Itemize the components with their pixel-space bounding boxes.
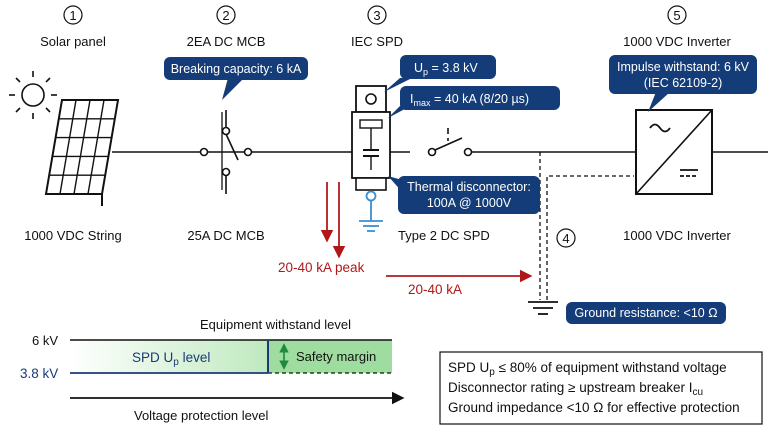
label-inverter: 1000 VDC Inverter bbox=[623, 228, 731, 243]
sun-icon bbox=[9, 71, 57, 119]
svg-text:(IEC 62109-2): (IEC 62109-2) bbox=[644, 76, 723, 90]
ground-icon bbox=[528, 301, 558, 315]
surge-flow-label: 20-40 kA bbox=[408, 282, 462, 297]
step-number-4: 4 bbox=[556, 228, 576, 248]
title-spd: IEC SPD bbox=[351, 34, 403, 49]
disconnect-switch-icon bbox=[410, 128, 473, 158]
step-number-3: 3 bbox=[367, 5, 387, 25]
svg-text:Ground resistance: <10 Ω: Ground resistance: <10 Ω bbox=[574, 306, 717, 320]
svg-text:100A @ 1000V: 100A @ 1000V bbox=[427, 196, 512, 210]
svg-text:1: 1 bbox=[69, 8, 76, 23]
label-mcb: 25A DC MCB bbox=[187, 228, 264, 243]
safety-margin-label: Safety margin bbox=[296, 349, 376, 364]
level-3-8kv: 3.8 kV bbox=[20, 366, 58, 381]
note-line-2: Disconnector rating ≥ upstream breaker I… bbox=[448, 380, 703, 398]
spd-level-band bbox=[70, 340, 268, 373]
withstand-label: Equipment withstand level bbox=[200, 317, 351, 332]
callout-breaking-capacity: Breaking capacity: 6 kA bbox=[164, 57, 308, 100]
callout-imax: Imax = 40 kA (8/20 µs) bbox=[388, 86, 560, 118]
surge-peak-label: 20-40 kA peak bbox=[278, 260, 365, 275]
svg-text:Imax = 40 kA (8/20 µs): Imax = 40 kA (8/20 µs) bbox=[410, 92, 529, 108]
surge-arrows bbox=[320, 182, 533, 283]
note-line-3: Ground impedance <10 Ω for effective pro… bbox=[448, 400, 740, 415]
step-number-2: 2 bbox=[216, 5, 236, 25]
spd-up-label: SPD Up level bbox=[132, 350, 210, 368]
callout-ground-resistance: Ground resistance: <10 Ω bbox=[566, 302, 726, 324]
callout-impulse: Impulse withstand: 6 kV (IEC 62109-2) bbox=[609, 55, 757, 112]
step-number-5: 5 bbox=[667, 5, 687, 25]
svg-text:Breaking capacity: 6 kA: Breaking capacity: 6 kA bbox=[171, 62, 302, 76]
note-line-1: SPD Up ≤ 80% of equipment withstand volt… bbox=[448, 360, 727, 378]
spd-ground-icon bbox=[359, 220, 383, 232]
svg-text:Up = 3.8 kV: Up = 3.8 kV bbox=[414, 61, 478, 77]
svg-text:3: 3 bbox=[373, 8, 380, 23]
title-mcb: 2EA DC MCB bbox=[187, 34, 266, 49]
callout-thermal: Thermal disconnector: 100A @ 1000V bbox=[388, 176, 540, 214]
inverter-icon bbox=[635, 109, 713, 195]
step-number-1: 1 bbox=[63, 5, 83, 25]
label-string: 1000 VDC String bbox=[24, 228, 122, 243]
svg-text:4: 4 bbox=[562, 231, 569, 246]
axis-label: Voltage protection level bbox=[134, 408, 269, 423]
svg-text:2: 2 bbox=[222, 8, 229, 23]
ground-branch bbox=[528, 152, 634, 315]
mcb-icon bbox=[199, 110, 253, 194]
solar-panel-icon bbox=[9, 71, 120, 206]
title-solar-panel: Solar panel bbox=[40, 34, 106, 49]
spd-icon bbox=[351, 85, 391, 232]
protection-level-chart bbox=[70, 339, 405, 405]
title-inverter: 1000 VDC Inverter bbox=[623, 34, 731, 49]
svg-text:Impulse withstand: 6 kV: Impulse withstand: 6 kV bbox=[617, 60, 750, 74]
notes-box: SPD Up ≤ 80% of equipment withstand volt… bbox=[439, 351, 763, 425]
level-6kv: 6 kV bbox=[32, 333, 58, 348]
svg-text:5: 5 bbox=[673, 8, 680, 23]
label-spd: Type 2 DC SPD bbox=[398, 228, 490, 243]
svg-text:Thermal disconnector:: Thermal disconnector: bbox=[407, 180, 531, 194]
callout-up: Up = 3.8 kV bbox=[384, 55, 496, 92]
